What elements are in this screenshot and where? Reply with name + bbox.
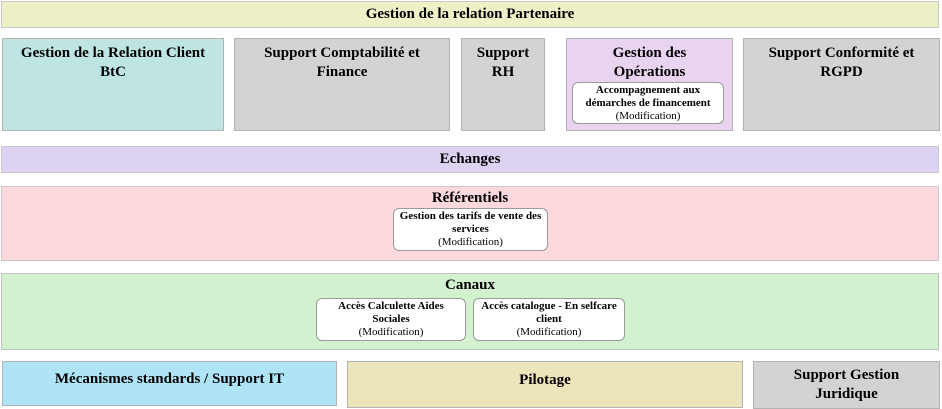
box-title: Support Gestion Juridique xyxy=(793,367,900,402)
box-support-rh: Support RH xyxy=(461,38,545,131)
item-gestion-tarifs-vente-services: Gestion des tarifs de vente des services… xyxy=(393,208,548,251)
section-referentiels: Référentiels Gestion des tarifs de vente… xyxy=(1,186,939,261)
item-label: Accès catalogue - En selfcare client xyxy=(481,300,617,325)
box-title: Support Comptabilité et Finance xyxy=(264,45,420,80)
section-title: Echanges xyxy=(439,151,501,167)
section-gestion-relation-partenaire: Gestion de la relation Partenaire xyxy=(1,1,939,28)
box-title: Support RH xyxy=(476,45,530,80)
item-accompagnement-demarches-financement: Accompagnement aux démarches de financem… xyxy=(572,82,724,124)
box-title: Gestion des Opérations xyxy=(612,45,687,80)
item-modification-tag: (Modification) xyxy=(358,326,424,338)
box-gestion-relation-client-btc: Gestion de la Relation Client BtC xyxy=(2,38,224,131)
box-title: Mécanismes standards / Support IT xyxy=(54,371,285,387)
box-support-comptabilite-finance: Support Comptabilité et Finance xyxy=(234,38,450,131)
box-support-conformite-rgpd: Support Conformité et RGPD xyxy=(743,38,940,131)
box-title: Pilotage xyxy=(519,372,571,388)
box-pilotage: Pilotage xyxy=(347,361,743,408)
box-title: Support Conformité et RGPD xyxy=(768,45,915,80)
box-support-gestion-juridique: Support Gestion Juridique xyxy=(753,361,940,409)
item-modification-tag: (Modification) xyxy=(516,326,582,338)
section-canaux: Canaux Accès Calculette Aides Sociales (… xyxy=(1,273,939,350)
section-echanges: Echanges xyxy=(1,146,939,173)
item-modification-tag: (Modification) xyxy=(615,109,681,122)
item-modification-tag: (Modification) xyxy=(438,236,503,248)
item-acces-calculette-aides-sociales: Accès Calculette Aides Sociales (Modific… xyxy=(316,298,466,341)
item-label: Accompagnement aux démarches de financem… xyxy=(585,83,711,109)
section-title: Référentiels xyxy=(431,190,509,206)
item-label: Gestion des tarifs de vente des services xyxy=(399,210,542,235)
section-title: Gestion de la relation Partenaire xyxy=(365,6,575,22)
box-title: Gestion de la Relation Client BtC xyxy=(20,45,206,80)
box-gestion-des-operations: Gestion des Opérations Accompagnement au… xyxy=(566,38,733,131)
section-title: Canaux xyxy=(444,277,496,293)
box-mecanismes-standards-support-it: Mécanismes standards / Support IT xyxy=(2,361,337,406)
item-acces-catalogue-selfcare-client: Accès catalogue - En selfcare client (Mo… xyxy=(473,298,625,341)
item-label: Accès Calculette Aides Sociales xyxy=(338,300,444,325)
